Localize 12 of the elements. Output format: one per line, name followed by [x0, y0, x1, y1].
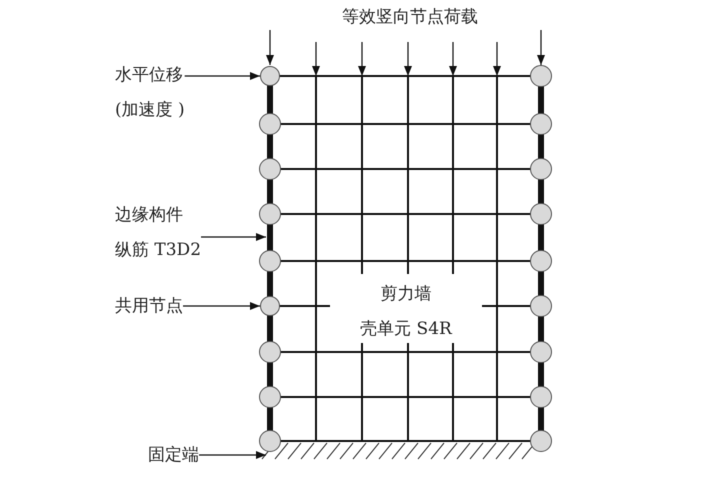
leader-line [184, 72, 260, 80]
leader-line [183, 302, 260, 310]
wall-label: 剪力墙壳单元 S4R [359, 283, 454, 341]
callout-label: 共用节点 [115, 289, 183, 324]
callout-label: 水平位移(加速度 ) [115, 58, 185, 128]
node-circle [260, 66, 280, 86]
callout-label: 固定端 [148, 438, 199, 473]
node-circle [260, 296, 280, 316]
title-label: 等效竖向节点荷载 [341, 6, 479, 28]
callout-label: 边缘构件纵筋 T3D2 [115, 198, 202, 268]
leader-line [199, 451, 266, 459]
leader-line [201, 233, 266, 241]
